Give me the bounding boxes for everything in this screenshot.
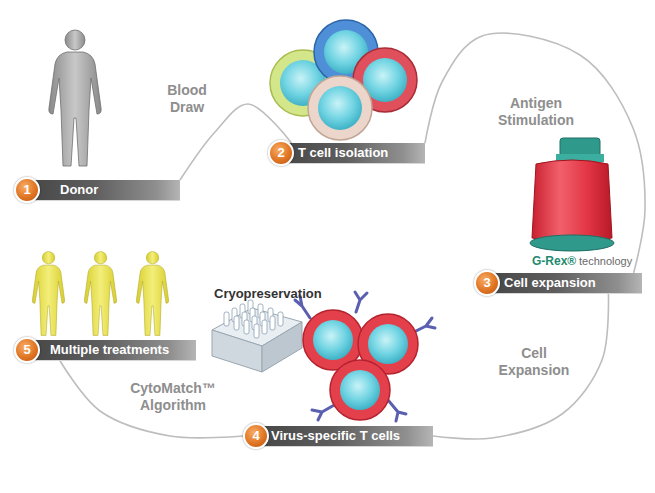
step-node: 2T cell isolation [268,143,425,163]
step-label: Blood Draw [158,82,216,116]
step-title: Multiple treatments [50,340,169,360]
step-node: 3Cell expansion [474,273,642,293]
step-label: CytoMatch™ Algorithm [120,380,226,414]
step-title: T cell isolation [298,143,388,163]
step-number: 5 [14,337,40,363]
process-arc [425,33,645,273]
step-number: 1 [14,177,40,203]
step-node: 5 Multiple treatments [14,340,196,360]
process-arc [60,360,244,438]
cryo-rack [212,300,302,372]
t-cell-cluster [270,20,417,140]
illustration-label: technology [579,255,632,267]
step-node: 4Virus-specific T cells [243,426,433,446]
step-number: 3 [474,270,500,296]
donor-figure [49,30,101,166]
step-title: Donor [60,180,98,200]
step-label: Antigen Stimulation [488,95,584,129]
step-title: Virus-specific T cells [271,426,400,446]
step-number: 2 [268,140,294,166]
step-label: Cell Expansion [493,345,575,379]
process-arc [433,293,608,439]
virus-specific-cells [295,292,435,421]
illustration-label: Cryopreservation [214,286,322,301]
patient-figures [32,252,168,336]
step-title: Cell expansion [504,273,596,293]
g-rex-bottle [530,138,614,251]
step-number: 4 [243,423,269,449]
step-bar [24,180,180,201]
step-node: 1 Donor [14,180,180,200]
illustration-label: G-Rex® [532,254,576,268]
